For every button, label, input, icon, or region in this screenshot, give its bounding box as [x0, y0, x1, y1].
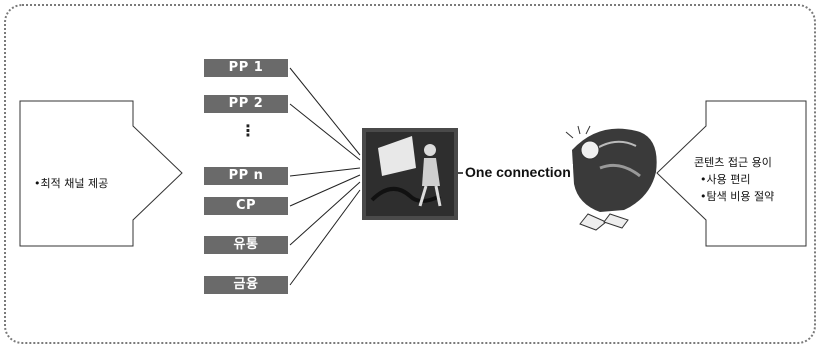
relaxed-person-icon: [565, 125, 657, 231]
right-arrow-line-1: 콘텐츠 접근 용이: [694, 156, 772, 169]
provider-distribution: 유통: [204, 236, 288, 254]
provider-finance: 금융: [204, 276, 288, 294]
provider-pp2: PP 2: [204, 95, 288, 113]
provider-cp: CP: [204, 197, 288, 215]
left-block-arrow: [19, 100, 183, 247]
provider-ellipsis: ⋮: [240, 121, 256, 140]
right-arrow-line-2: •사용 편리: [700, 173, 751, 186]
diagram-frame: [4, 4, 816, 344]
tv-viewer-icon: [362, 128, 458, 220]
fan-lines: [289, 67, 361, 286]
connection-label: One connection: [463, 164, 573, 180]
provider-pp1: PP 1: [204, 59, 288, 77]
provider-ppn: PP n: [204, 167, 288, 185]
right-arrow-line-3: •탐색 비용 절약: [700, 190, 775, 203]
right-block-arrow: [656, 100, 807, 247]
left-arrow-label: •최적 채널 제공: [34, 177, 109, 190]
